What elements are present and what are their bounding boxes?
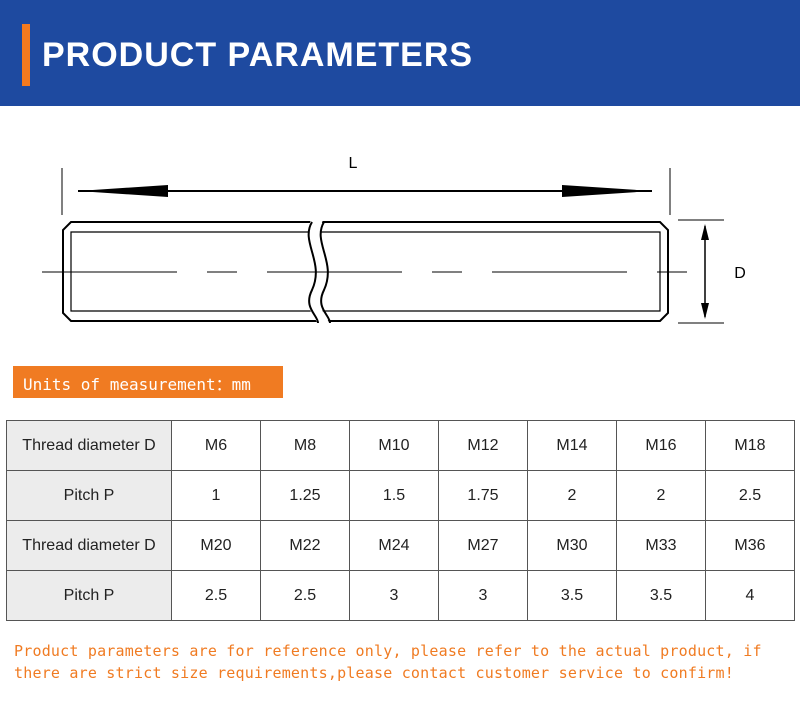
table-cell: M10: [349, 420, 439, 471]
table-cell: M22: [259, 520, 351, 571]
table-cell: 1.75: [437, 470, 529, 521]
diameter-arrow-top-head: [701, 224, 709, 240]
table-cell: 3.5: [615, 570, 706, 621]
table-cell: 3.5: [527, 570, 617, 621]
table-cell: M20: [171, 520, 261, 571]
table-cell: M18: [704, 420, 796, 471]
table-cell: 2: [527, 470, 617, 521]
length-arrow-left-head: [78, 185, 168, 197]
footer-note: Product parameters are for reference onl…: [14, 642, 762, 682]
table-cell: 1: [171, 470, 261, 521]
row-header-cell: Thread diameter D: [6, 520, 172, 571]
table-cell: 1.25: [259, 470, 351, 521]
diameter-arrow-bottom-head: [701, 303, 709, 319]
table-cell: 2.5: [259, 570, 351, 621]
diameter-label: D: [734, 265, 746, 282]
table-cell: M30: [527, 520, 617, 571]
table-cell: 2.5: [704, 470, 796, 521]
row-header-cell: Thread diameter D: [6, 420, 172, 471]
length-label: L: [349, 155, 358, 172]
table-cell: M24: [349, 520, 439, 571]
table-cell: M8: [259, 420, 351, 471]
rod-break-right: [319, 221, 331, 324]
unit-note-box: Units of measurement：mm: [13, 366, 283, 398]
table-cell: 4: [704, 570, 796, 621]
table-cell: 1.5: [349, 470, 439, 521]
table-cell: M6: [171, 420, 261, 471]
length-arrow-right-head: [562, 185, 652, 197]
rod-break-left: [307, 221, 319, 324]
table-cell: M33: [615, 520, 706, 571]
table-cell: M12: [437, 420, 529, 471]
table-cell: 2: [615, 470, 706, 521]
table-cell: M16: [615, 420, 706, 471]
accent-bar: [22, 24, 30, 86]
table-cell: 2.5: [171, 570, 261, 621]
table-cell: M36: [704, 520, 796, 571]
unit-note-text: Units of measurement：mm: [23, 375, 251, 394]
table-cell: 3: [349, 570, 439, 621]
row-header-cell: Pitch P: [6, 570, 172, 621]
header-banner: PRODUCT PARAMETERS: [0, 0, 800, 106]
table-cell: M14: [527, 420, 617, 471]
page-title: PRODUCT PARAMETERS: [42, 36, 474, 74]
table-cell: 3: [437, 570, 529, 621]
row-header-cell: Pitch P: [6, 470, 172, 521]
table-cell: M27: [437, 520, 529, 571]
threaded-rod-diagram: L D: [42, 155, 746, 326]
